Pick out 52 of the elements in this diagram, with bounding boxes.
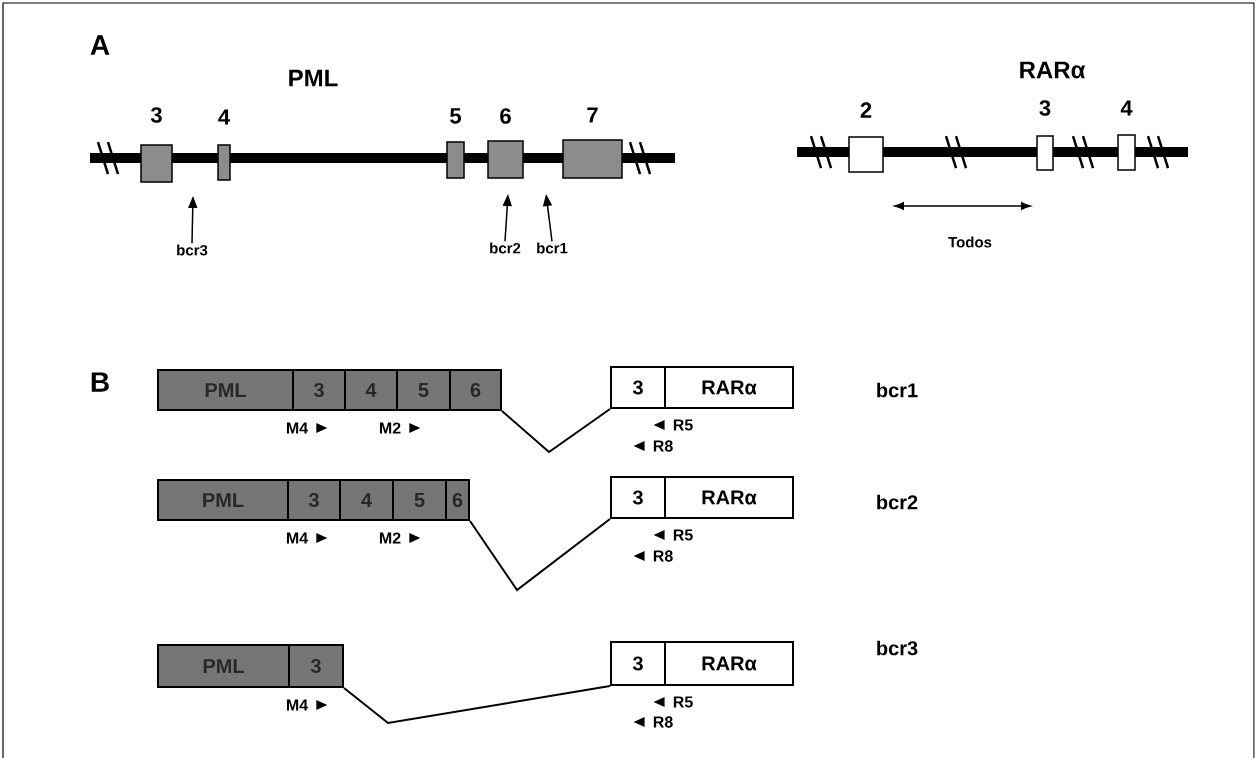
node-label: 6 — [500, 108, 511, 124]
primer-label: M4 — [286, 422, 328, 434]
exon-segment: 3 — [287, 479, 341, 521]
exon-segment: 3 — [292, 369, 346, 411]
primer-label: R8 — [633, 716, 673, 728]
panel-letter: B — [91, 372, 109, 392]
primer-label: M4 — [286, 532, 328, 544]
primer-label: R5 — [653, 419, 693, 431]
exon-segment: 3 — [610, 641, 666, 686]
primer-label: R8 — [633, 440, 673, 452]
node-label: 5 — [450, 108, 462, 124]
exon-segment: 3 — [288, 644, 344, 688]
primer-label: R8 — [633, 550, 673, 562]
gene-title: PML — [289, 69, 338, 87]
primer-label: R5 — [653, 696, 693, 708]
text-label: Todos — [948, 236, 992, 248]
exon-segment: 6 — [449, 369, 502, 411]
primer-label: R5 — [653, 529, 693, 541]
exon-segment: 3 — [610, 366, 666, 409]
panel-letter: A — [90, 35, 110, 55]
exon-segment: 3 — [610, 476, 666, 519]
exon-segment: 5 — [396, 369, 451, 411]
text-label: bcr1 — [877, 382, 918, 398]
exon-box: 3 — [140, 107, 173, 183]
exon-box: 6 — [487, 108, 524, 179]
splice-line — [469, 518, 611, 592]
exon-box: 4 — [1117, 100, 1136, 171]
node-label: 4 — [1120, 100, 1133, 116]
node-label: 2 — [860, 102, 872, 118]
exon-box: 4 — [217, 109, 231, 181]
breakpoint-label: bcr1 — [537, 242, 568, 254]
exon-segment: 6 — [445, 479, 470, 521]
splice-line — [501, 408, 611, 454]
exon-box: 2 — [848, 102, 884, 173]
primer-label: M2 — [379, 422, 421, 434]
node-label: 3 — [1039, 100, 1051, 116]
primer-label: M4 — [286, 699, 328, 711]
splice-line — [343, 685, 611, 725]
exon-box: 3 — [1036, 100, 1054, 171]
node-label: 4 — [218, 109, 231, 125]
exon-segment: 4 — [339, 479, 394, 521]
node-label: 3 — [150, 107, 162, 123]
text-label: bcr3 — [877, 640, 918, 656]
exon-segment: 4 — [344, 369, 398, 411]
gene-title: RARα — [1020, 61, 1086, 79]
breakpoint-label: bcr3 — [177, 244, 208, 256]
exon-box: 7 — [562, 107, 623, 179]
text-label: bcr2 — [877, 494, 918, 510]
breakpoint-label: bcr2 — [490, 242, 521, 254]
node-label: 7 — [587, 107, 598, 123]
exon-box: 5 — [446, 108, 465, 179]
primer-label: M2 — [379, 532, 421, 544]
